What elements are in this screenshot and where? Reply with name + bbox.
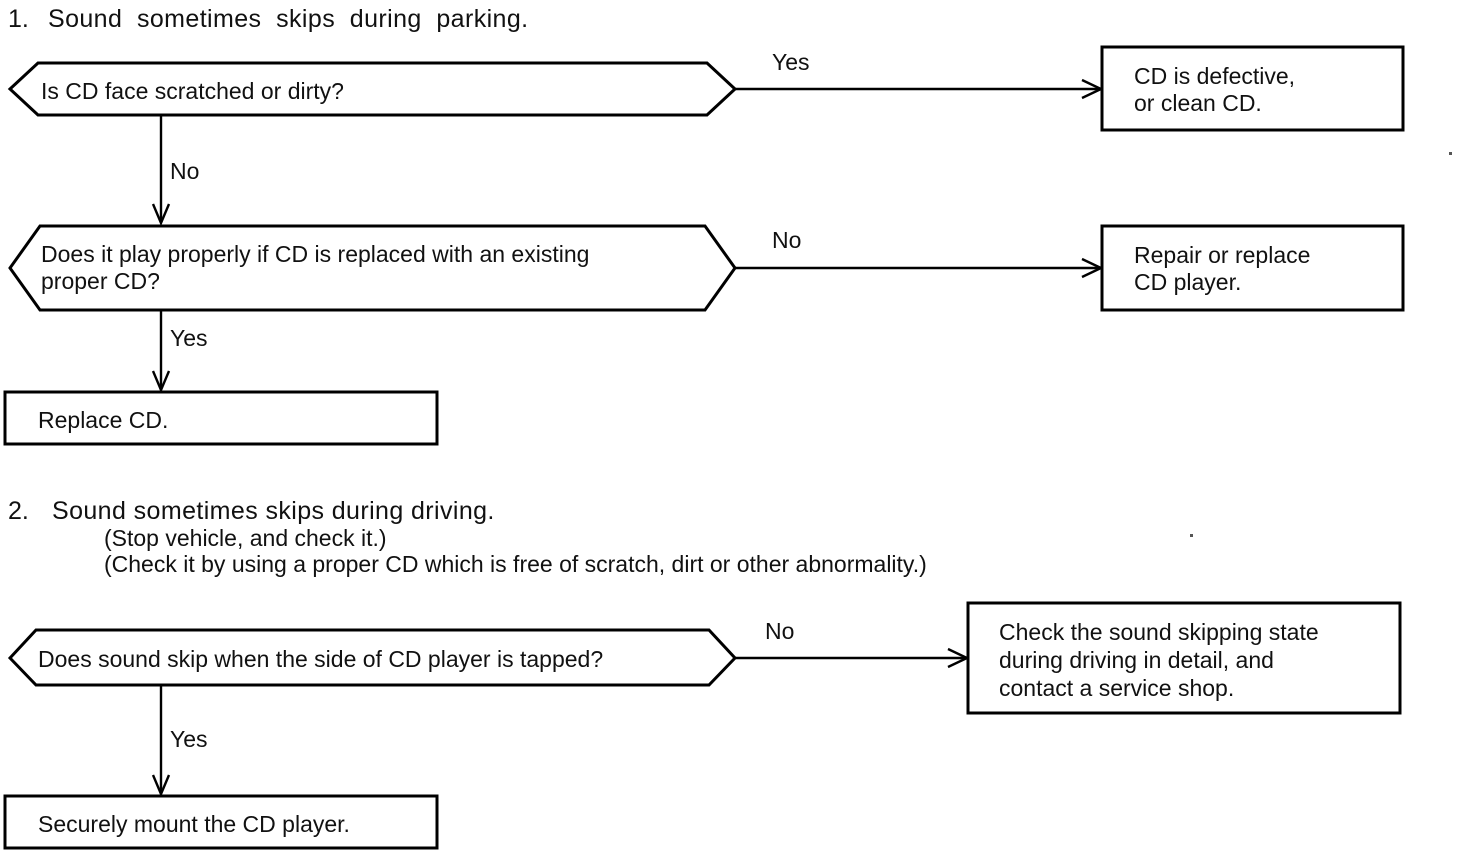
edge-label-d3-yes: Yes: [170, 726, 208, 752]
terminal-box-2-label: Securely mount the CD player.: [38, 811, 350, 837]
result-box-2-line-2: CD player.: [1134, 269, 1242, 295]
section-2-subline-1: (Stop vehicle, and check it.): [104, 525, 387, 551]
edge-label-d2-no: No: [772, 227, 802, 253]
arrowhead-d3-yes: [151, 774, 171, 798]
section-2-subline-2: (Check it by using a proper CD which is …: [104, 551, 927, 577]
section-2-heading: Sound sometimes skips during driving.: [52, 497, 495, 525]
result-box-1-line-1: CD is defective,: [1134, 63, 1296, 89]
decision-1-label: Is CD face scratched or dirty?: [41, 78, 344, 104]
result-box-3-line-2: during driving in detail, and: [999, 647, 1274, 673]
result-box-3-line-1: Check the sound skipping state: [999, 619, 1319, 645]
arrowhead-d2-yes: [151, 370, 171, 394]
terminal-box-2: [3, 794, 439, 850]
result-box-1-line-2: or clean CD.: [1134, 90, 1262, 116]
result-box-1: [1100, 45, 1405, 132]
edge-label-d1-yes: Yes: [772, 49, 810, 75]
section-2-number: 2.: [8, 497, 29, 525]
section-1-heading: Sound sometimes skips during parking.: [48, 5, 529, 33]
decision-2-label-line-2: proper CD?: [41, 268, 160, 294]
section-1-number: 1.: [8, 5, 29, 33]
scan-speck-2: [1190, 534, 1193, 537]
decision-2-label-line-1: Does it play properly if CD is replaced …: [41, 241, 590, 267]
edge-label-d3-no: No: [765, 618, 795, 644]
scan-speck-1: [1449, 152, 1452, 155]
arrowhead-d1-no: [151, 203, 171, 227]
terminal-box-1-label: Replace CD.: [38, 407, 169, 433]
edge-label-d1-no: No: [170, 158, 200, 184]
result-box-3-line-3: contact a service shop.: [999, 675, 1235, 701]
edge-label-d2-yes: Yes: [170, 325, 208, 351]
result-box-2: [1100, 224, 1405, 312]
result-box-3: [966, 601, 1402, 715]
result-box-2-line-1: Repair or replace: [1134, 242, 1311, 268]
decision-3-label: Does sound skip when the side of CD play…: [38, 646, 604, 672]
terminal-box-1: [3, 390, 439, 446]
